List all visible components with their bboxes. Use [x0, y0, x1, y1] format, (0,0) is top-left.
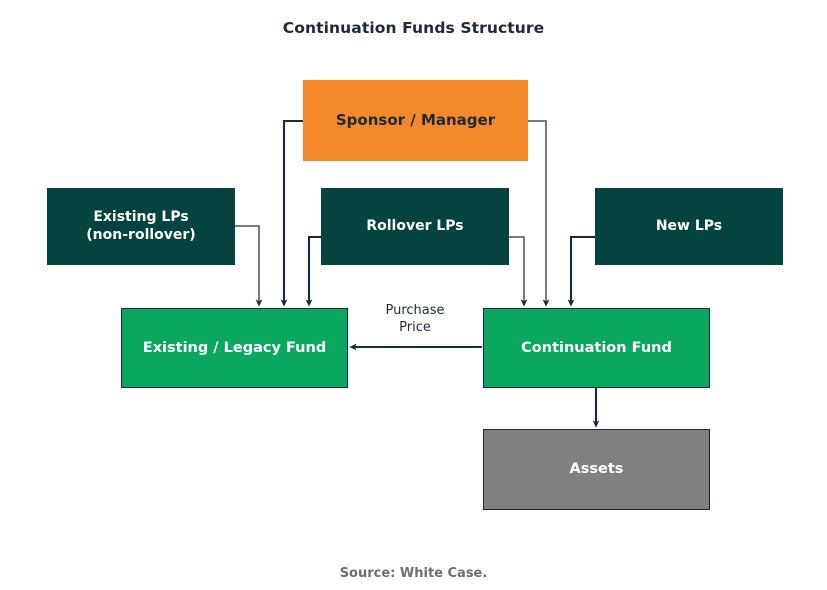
- edge-existing-lps-to-legacy-fund: [235, 225, 263, 307]
- node-existing-legacy-fund-label: Existing / Legacy Fund: [142, 339, 327, 356]
- node-sponsor-manager[interactable]: Sponsor / Manager: [303, 80, 528, 161]
- edge-label-purchase-price-line2: Price: [399, 319, 431, 335]
- node-sponsor-manager-label: Sponsor / Manager: [335, 111, 496, 130]
- node-new-lps-label: New LPs: [655, 217, 723, 234]
- node-rollover-lps[interactable]: Rollover LPs: [321, 188, 509, 265]
- source-attribution: Source: White Case.: [339, 566, 488, 581]
- node-existing-legacy-fund[interactable]: Existing / Legacy Fund: [121, 308, 348, 388]
- edge-label-purchase-price: Purchase Price: [363, 303, 467, 336]
- node-existing-lps[interactable]: Existing LPs (non-rollover): [47, 188, 235, 265]
- node-new-lps[interactable]: New LPs: [595, 188, 783, 265]
- edge-sponsor-to-legacy-fund: [280, 119, 303, 307]
- page-title: Continuation Funds Structure: [282, 19, 545, 37]
- node-existing-lps-label-line1: Existing LPs: [93, 209, 189, 225]
- node-rollover-lps-label: Rollover LPs: [366, 217, 464, 234]
- edge-rollover-lps-to-continuation-fund: [509, 236, 528, 307]
- node-continuation-fund[interactable]: Continuation Fund: [483, 308, 710, 388]
- node-continuation-fund-label: Continuation Fund: [521, 339, 672, 356]
- edge-rollover-lps-to-legacy-fund: [305, 235, 321, 307]
- node-existing-lps-label: Existing LPs (non-rollover): [86, 209, 195, 244]
- node-assets[interactable]: Assets: [483, 429, 710, 510]
- node-assets-label: Assets: [569, 461, 624, 478]
- edge-label-purchase-price-line1: Purchase: [385, 303, 445, 318]
- edge-new-lps-to-continuation-fund: [567, 235, 595, 307]
- node-existing-lps-label-line2: (non-rollover): [86, 226, 196, 243]
- edge-sponsor-to-continuation-fund: [528, 120, 550, 307]
